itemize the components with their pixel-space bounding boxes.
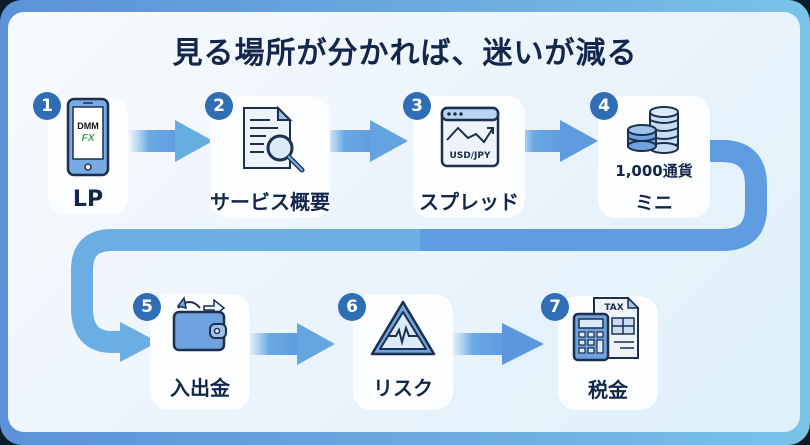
dmm-logo-text: DMM <box>77 121 99 131</box>
step-label: ミニ <box>634 192 673 214</box>
arrow-3-to-4 <box>513 120 598 162</box>
step-label: スプレッド <box>419 190 519 214</box>
step-label: 税金 <box>588 378 628 402</box>
step-card-tax[interactable]: TAX 税金 <box>558 296 658 410</box>
step-card-lp[interactable]: DMM FX LP <box>48 97 128 215</box>
fx-logo-text: FX <box>82 133 96 144</box>
document-search-icon <box>243 105 305 173</box>
step-card-mini[interactable]: 1,000通貨 ミニ <box>598 96 710 218</box>
tax-label-text: TAX <box>604 303 623 313</box>
arrow-into-5 <box>120 322 158 362</box>
arrow-2-to-3 <box>325 120 408 162</box>
step-label: リスク <box>373 376 433 400</box>
warning-triangle-icon <box>370 300 436 356</box>
smartphone-icon: DMM FX <box>66 97 110 177</box>
step-label: LP <box>72 187 104 212</box>
step-badge-6: 6 <box>338 293 366 321</box>
arrow-6-to-7 <box>452 323 544 365</box>
step-card-deposit-withdraw[interactable]: 入出金 <box>150 294 250 410</box>
step-card-risk[interactable]: リスク <box>353 294 453 410</box>
step-card-service-overview[interactable]: サービス概要 <box>210 96 330 218</box>
page-title: 見る場所が分かれば、迷いが減る <box>172 36 638 71</box>
tax-calculator-icon: TAX <box>572 296 640 362</box>
currency-pair-text: USD/JPY <box>449 151 490 161</box>
step-badge-3: 3 <box>403 92 431 120</box>
step-badge-7: 7 <box>541 293 569 321</box>
step-sublabel: 1,000通貨 <box>615 162 693 180</box>
step-badge-4: 4 <box>590 92 618 120</box>
step-card-spread[interactable]: USD/JPY スプレッド <box>413 96 525 218</box>
wallet-icon <box>172 296 227 352</box>
step-badge-5: 5 <box>133 293 161 321</box>
step-label: 入出金 <box>170 376 230 400</box>
arrow-1-to-2 <box>128 120 213 162</box>
coins-icon <box>627 106 679 154</box>
arrow-5-to-6 <box>248 323 335 365</box>
chart-window-icon: USD/JPY <box>440 106 500 168</box>
step-badge-1: 1 <box>33 92 61 120</box>
step-badge-2: 2 <box>205 92 233 120</box>
step-label: サービス概要 <box>210 190 330 214</box>
